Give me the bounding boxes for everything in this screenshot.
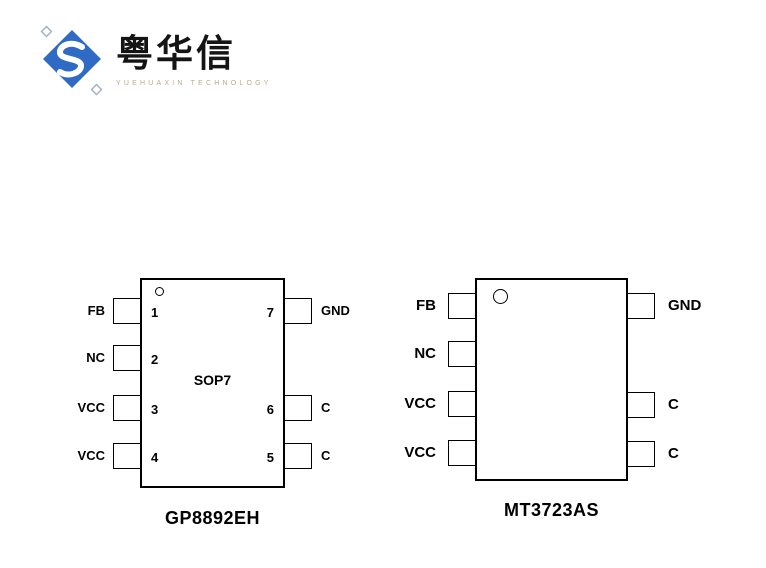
pin-rect (113, 443, 141, 469)
chip-name: MT3723AS (503, 500, 600, 520)
brand-tagline: YUEHUAXIN TECHNOLOGY (116, 79, 272, 87)
pin-number: 1 (151, 305, 159, 320)
pin-label: VCC (404, 395, 436, 412)
pin-label: FB (416, 297, 436, 314)
pin-label: C (668, 445, 679, 462)
pin-number: 6 (266, 402, 274, 417)
pin-rect (448, 293, 476, 319)
brand-name: 粤华信 (116, 33, 236, 74)
pin-rect (448, 440, 476, 466)
ic-body (475, 278, 628, 481)
pin-rect (448, 391, 476, 417)
pin-rect (113, 298, 141, 324)
brand-logo-icon (40, 25, 103, 96)
pin-label: VCC (77, 400, 105, 415)
pin-rect (113, 395, 141, 421)
pin-rect (627, 441, 655, 467)
pin-rect (627, 293, 655, 319)
pin-label: C (668, 396, 679, 413)
pin-rect (284, 395, 312, 421)
pin-number: 4 (151, 450, 159, 465)
pin-label: C (321, 400, 331, 415)
pin-label: GND (668, 297, 702, 314)
pin-label: FB (87, 303, 105, 318)
package-label: SOP7 (193, 372, 232, 388)
pin-rect (448, 341, 476, 367)
pin-label: NC (86, 350, 105, 365)
pin-number: 2 (151, 352, 159, 367)
pin1-indicator-dot (493, 289, 508, 304)
pin-number: 5 (266, 450, 274, 465)
pin-rect (284, 443, 312, 469)
pin-label: C (321, 448, 331, 463)
pin1-indicator-dot (155, 287, 164, 296)
pin-label: VCC (77, 448, 105, 463)
pin-label: NC (414, 345, 436, 362)
pin-rect (627, 392, 655, 418)
pin-label: VCC (404, 444, 436, 461)
pin-number: 3 (151, 402, 159, 417)
pin-rect (113, 345, 141, 371)
pin-rect (284, 298, 312, 324)
ic-body: 1 2 3 4 7 6 5 SOP7 (140, 278, 285, 488)
brand-text-block: 粤华信 YUEHUAXIN TECHNOLOGY (116, 20, 272, 87)
chip-name: GP8892EH (164, 508, 261, 528)
pin-label: GND (321, 303, 350, 318)
brand-logo: 粤华信 YUEHUAXIN TECHNOLOGY (34, 20, 272, 104)
pin-number: 7 (266, 305, 274, 320)
